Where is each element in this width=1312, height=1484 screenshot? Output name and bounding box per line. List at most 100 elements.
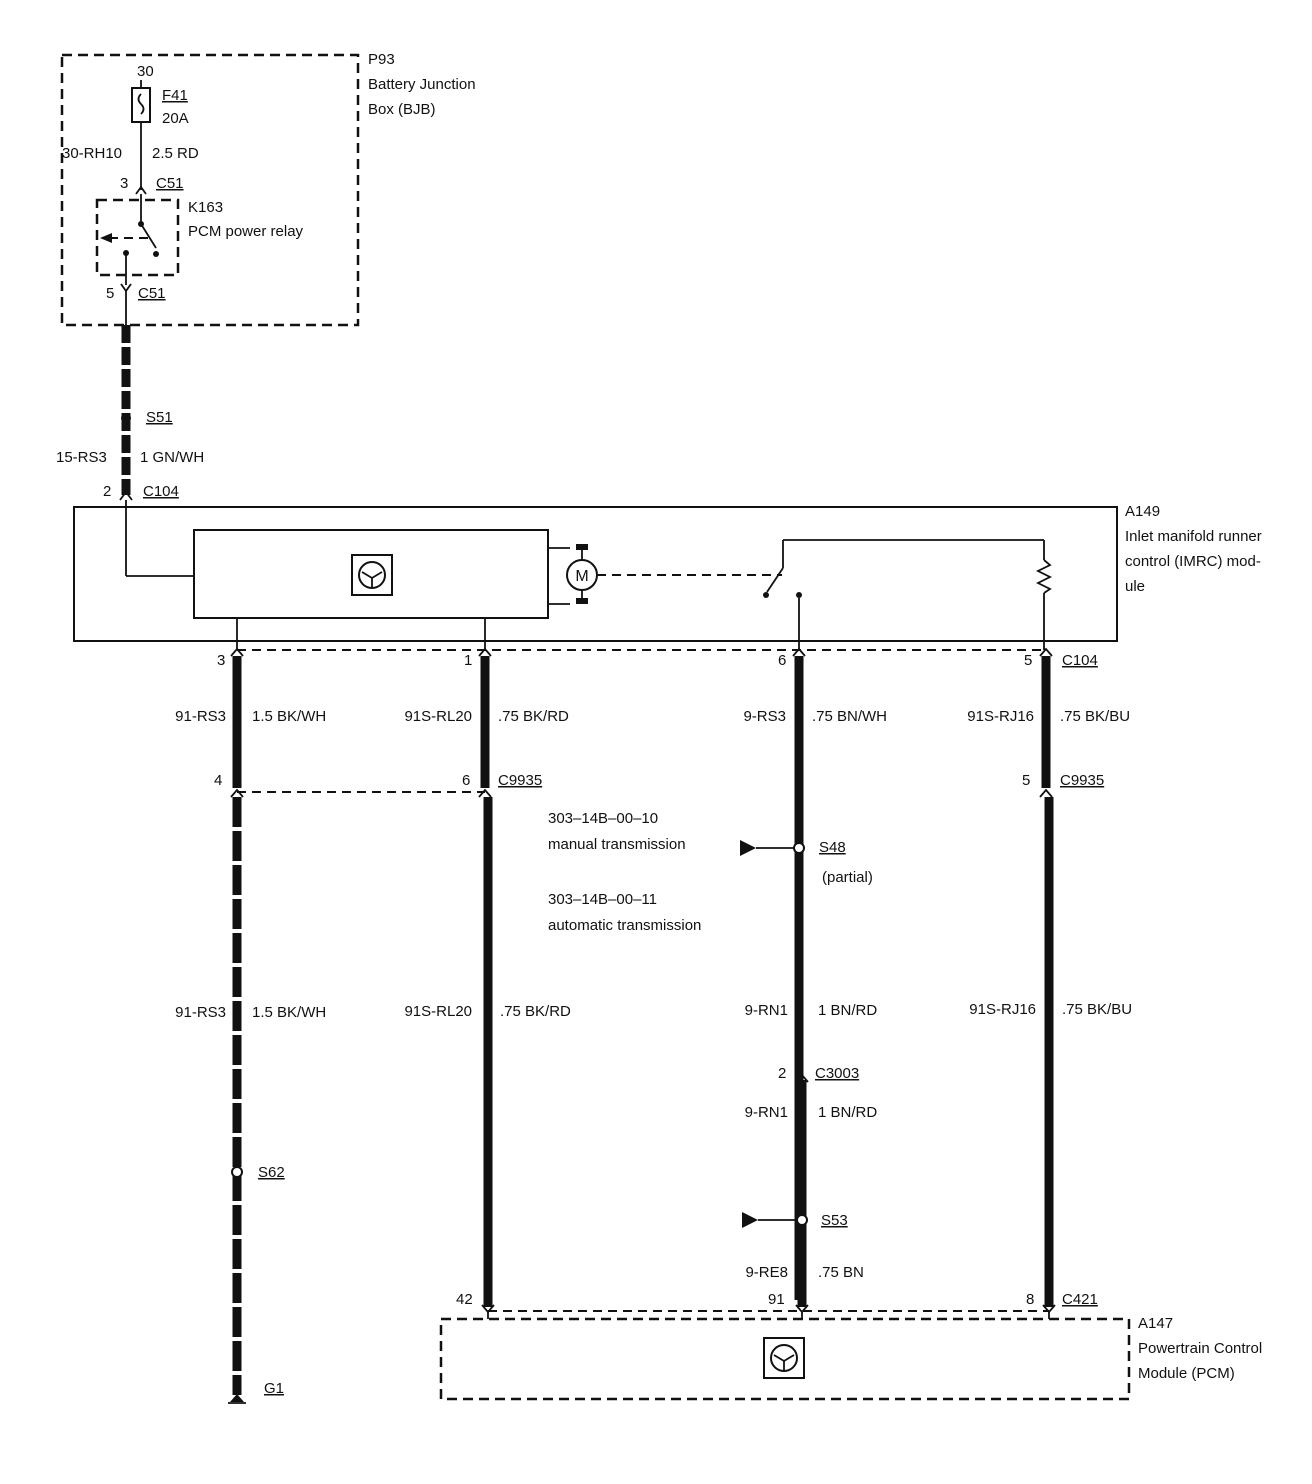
c104-in-pin: 2: [103, 483, 111, 500]
ground-label: G1: [264, 1380, 284, 1397]
wire-main-gauge: 1 GN/WH: [140, 449, 204, 466]
c9935-pin-b: 6: [462, 772, 470, 789]
c51-bottom-pin: 5: [106, 285, 114, 302]
motor-brush-top: [576, 544, 588, 550]
c9935-ref-d: C9935: [1060, 772, 1104, 789]
wire-c-lower-circuit: 9-RN1: [745, 1002, 788, 1019]
switch-output-point: [796, 592, 802, 598]
c3003-connector-icon: [795, 1073, 809, 1083]
c104-pin-d: 5: [1024, 652, 1032, 669]
note-manual-code: 303–14B–00–10: [548, 810, 658, 827]
imrc-name-line1: Inlet manifold runner: [1125, 528, 1262, 545]
wire-c-mid-circuit: 9-RN1: [745, 1104, 788, 1121]
splice-s48-label: S48: [819, 839, 846, 856]
pcm-name-line2: Module (PCM): [1138, 1365, 1235, 1382]
c104-pin-b-icon: [478, 647, 492, 657]
c104-pin-d-icon: [1039, 647, 1053, 657]
wire-c-upper-circuit: 9-RS3: [743, 708, 786, 725]
resistor-icon: [1035, 559, 1053, 594]
wire-bjb-gauge: 2.5 RD: [152, 145, 199, 162]
c104-pin-b: 1: [464, 652, 472, 669]
c421-pin-b: 42: [456, 1291, 473, 1308]
c9935-pin-d: 5: [1022, 772, 1030, 789]
wire-b-upper-gauge: .75 BK/RD: [498, 708, 569, 725]
fuse-pin: 30: [137, 63, 154, 80]
relay-ref: K163: [188, 199, 223, 216]
c51-top-pin: 3: [120, 175, 128, 192]
wire-c-bottom-gauge: .75 BN: [818, 1264, 864, 1281]
c3003-ref: C3003: [815, 1065, 859, 1082]
imrc-ref: A149: [1125, 503, 1160, 520]
c104-pin-c: 6: [778, 652, 786, 669]
imrc-electronics-block: [193, 529, 549, 619]
switch-contact: [763, 592, 769, 598]
imrc-module-boundary: [73, 506, 1118, 642]
fuse-element: [137, 93, 145, 115]
wire-d-lower-circuit: 91S-RJ16: [969, 1001, 1036, 1018]
wire-a-lower-gauge: 1.5 BK/WH: [252, 1004, 326, 1021]
c104-in-ref: C104: [143, 483, 179, 500]
c9935-pin-b-icon: [478, 788, 492, 798]
bjb-ref: P93: [368, 51, 395, 68]
wire-a-upper-circuit: 91-RS3: [175, 708, 226, 725]
relay-contact-arm: [140, 223, 157, 249]
c9935-ref-b: C9935: [498, 772, 542, 789]
wire-c-mid-gauge: 1 BN/RD: [818, 1104, 877, 1121]
wire-d-upper-gauge: .75 BK/BU: [1060, 708, 1130, 725]
c104-pin-a-icon: [230, 647, 244, 657]
splice-s48-note: (partial): [822, 869, 873, 886]
module-logic-symbol: [361, 571, 383, 588]
note-auto-label: automatic transmission: [548, 917, 701, 934]
c9935-pin-a-icon: [230, 788, 244, 798]
splice-s62-dot: [231, 1166, 243, 1178]
wire-b-lower-circuit: 91S-RL20: [404, 1003, 472, 1020]
wire-d-upper-circuit: 91S-RJ16: [967, 708, 1034, 725]
pcm-ref: A147: [1138, 1315, 1173, 1332]
relay-contact-point: [153, 251, 159, 257]
wire-c-upper-gauge: .75 BN/WH: [812, 708, 887, 725]
wire-d-lower-gauge: .75 BK/BU: [1062, 1001, 1132, 1018]
splice-s51-label: S51: [146, 409, 173, 426]
module-logic-icon: [351, 554, 393, 596]
splice-s53-label: S53: [821, 1212, 848, 1229]
c421-pin-d: 8: [1026, 1291, 1034, 1308]
wire-c-lower-gauge: 1 BN/RD: [818, 1002, 877, 1019]
c104-pin-a: 3: [217, 652, 225, 669]
switch-blade: [766, 567, 784, 593]
c3003-pin: 2: [778, 1065, 786, 1082]
c51-top-ref: C51: [156, 175, 184, 192]
c421-pin-c: 91: [768, 1291, 785, 1308]
pcm-boundary: [439, 1317, 1131, 1401]
wire-bjb-circuit: 30-RH10: [62, 145, 122, 162]
bjb-boundary: [60, 53, 360, 327]
pcm-name-line1: Powertrain Control: [1138, 1340, 1262, 1357]
wire-a-lower-circuit: 91-RS3: [175, 1004, 226, 1021]
fuse-ref: F41: [162, 87, 188, 104]
c9935-pin-d-icon: [1039, 788, 1053, 798]
c51-bottom-ref: C51: [138, 285, 166, 302]
motor-brush-bottom: [576, 598, 588, 604]
wire-main-circuit: 15-RS3: [56, 449, 107, 466]
ground-icon: [230, 1394, 244, 1402]
note-manual-label: manual transmission: [548, 836, 686, 853]
imrc-name-line2: control (IMRC) mod-: [1125, 553, 1261, 570]
c104-pin-c-icon: [792, 647, 806, 657]
pcm-logic-icon: [763, 1337, 805, 1379]
wire-b-upper-circuit: 91S-RL20: [404, 708, 472, 725]
splice-s51-dot: [121, 413, 131, 423]
splice-s53-dot: [796, 1214, 808, 1226]
c421-ref: C421: [1062, 1291, 1098, 1308]
c104-in-connector-icon: [119, 490, 133, 501]
relay-arrow-icon: [100, 233, 112, 243]
c104-out-ref: C104: [1062, 652, 1098, 669]
bjb-name-line1: Battery Junction: [368, 76, 476, 93]
c51-bottom-connector-icon: [120, 283, 132, 293]
wire-a-upper-gauge: 1.5 BK/WH: [252, 708, 326, 725]
imrc-name-line3: ule: [1125, 578, 1145, 595]
bjb-name-line2: Box (BJB): [368, 101, 436, 118]
relay-boundary: [95, 198, 180, 277]
splice-s53-arrow-icon: [742, 1212, 758, 1228]
wire-b-lower-gauge: .75 BK/RD: [500, 1003, 571, 1020]
